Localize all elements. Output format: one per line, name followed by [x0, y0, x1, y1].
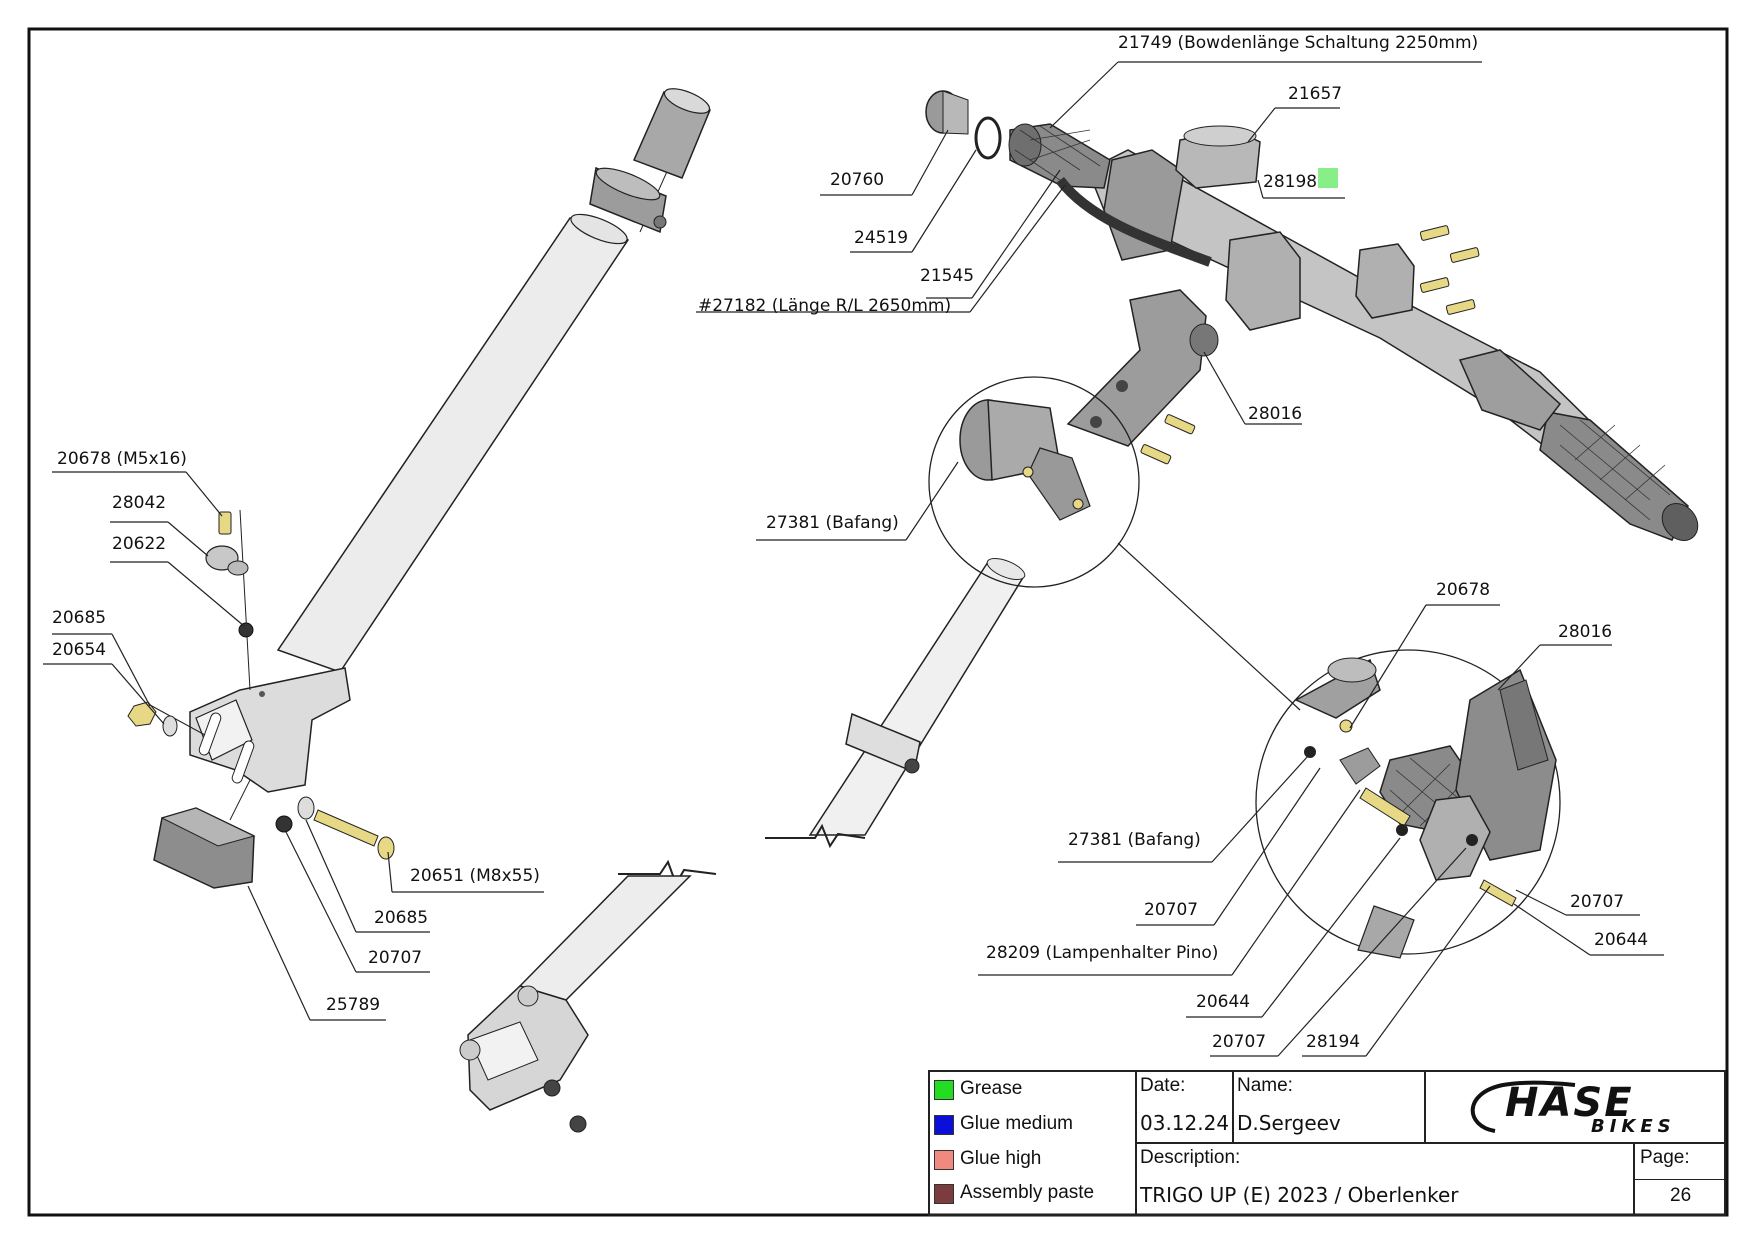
callout-21545: 21545	[920, 266, 975, 286]
callout-20678: 20678	[1436, 580, 1491, 600]
description-cell: Description: TRIGO UP (E) 2023 / Oberlen…	[1135, 1142, 1635, 1216]
description-label: Description:	[1140, 1147, 1241, 1168]
callout-20678-m5x16: 20678 (M5x16)	[57, 449, 187, 469]
legend-label-glue-medium: Glue medium	[960, 1113, 1073, 1134]
callout-20651: 20651 (M8x55)	[410, 866, 540, 886]
page-cell: Page: 26	[1633, 1142, 1726, 1216]
leader-lines	[43, 61, 1664, 1057]
callout-24519: 24519	[854, 228, 909, 248]
legend-swatch-glue-medium	[934, 1115, 954, 1135]
callout-28016-top: 28016	[1248, 404, 1303, 424]
detail-view	[1294, 657, 1557, 959]
callout-20707-detail-left: 20707	[1144, 900, 1199, 920]
handlebar-assembly	[925, 90, 1699, 541]
callout-28209: 28209 (Lampenhalter Pino)	[986, 943, 1219, 963]
legend-swatch-grease	[934, 1080, 954, 1100]
date-cell: Date: 03.12.24	[1135, 1070, 1234, 1144]
callout-27182: #27182 (Länge R/L 2650mm)	[698, 296, 952, 316]
left-tube-assembly	[127, 88, 711, 889]
callout-27381-detail: 27381 (Bafang)	[1068, 830, 1201, 850]
callout-21657: 21657	[1288, 84, 1343, 104]
legend-swatch-glue-high	[934, 1150, 954, 1170]
description-value: TRIGO UP (E) 2023 / Oberlenker	[1140, 1183, 1459, 1207]
callout-20685-bottom: 20685	[374, 908, 429, 928]
callout-20644-right: 20644	[1594, 930, 1649, 950]
callout-20707-right: 20707	[1570, 892, 1625, 912]
logo-main: HASE	[1505, 1080, 1634, 1126]
legend-box: Grease Glue medium Glue high Assembly pa…	[928, 1070, 1137, 1216]
detail-circle-small	[928, 376, 1140, 588]
logo-sub: BIKES	[1591, 1116, 1676, 1137]
page-number-box	[1634, 1179, 1725, 1216]
callout-21749: 21749 (Bowdenlänge Schaltung 2250mm)	[1118, 33, 1479, 53]
callout-28194: 28194	[1306, 1032, 1361, 1052]
hase-bikes-logo	[1470, 1080, 1576, 1133]
callout-20707-left: 20707	[368, 948, 423, 968]
date-value: 03.12.24	[1140, 1111, 1230, 1135]
lower-tube-sections	[459, 557, 1026, 1133]
page-label: Page:	[1640, 1147, 1690, 1168]
detail-circle-large	[1255, 649, 1561, 955]
name-label: Name:	[1237, 1075, 1293, 1096]
drawing-frame	[27, 27, 1729, 1217]
page-number: 26	[1670, 1185, 1692, 1206]
lamp	[959, 399, 1091, 521]
legend-label-grease: Grease	[960, 1078, 1023, 1099]
callout-25789: 25789	[326, 995, 381, 1015]
callout-20654: 20654	[52, 640, 107, 660]
callout-28198: 28198	[1263, 172, 1318, 192]
callout-28016-detail: 28016	[1558, 622, 1613, 642]
callout-20760: 20760	[830, 170, 885, 190]
callout-20685-left: 20685	[52, 608, 107, 628]
callout-20707-bottom: 20707	[1212, 1032, 1267, 1052]
legend-label-assembly-paste: Assembly paste	[960, 1182, 1095, 1203]
callout-20622: 20622	[112, 534, 167, 554]
callout-28042: 28042	[112, 493, 167, 513]
legend-label-glue-high: Glue high	[960, 1148, 1042, 1169]
title-block: Grease Glue medium Glue high Assembly pa…	[928, 1070, 1726, 1216]
date-label: Date:	[1140, 1075, 1186, 1096]
logo-cell: HASE BIKES	[1424, 1070, 1726, 1144]
grease-marker	[1318, 168, 1338, 188]
legend-swatch-assembly-paste	[934, 1184, 954, 1204]
name-value: D.Sergeev	[1237, 1111, 1341, 1135]
callout-20644-left: 20644	[1196, 992, 1251, 1012]
name-cell: Name: D.Sergeev	[1232, 1070, 1426, 1144]
callout-27381-top: 27381 (Bafang)	[766, 513, 899, 533]
